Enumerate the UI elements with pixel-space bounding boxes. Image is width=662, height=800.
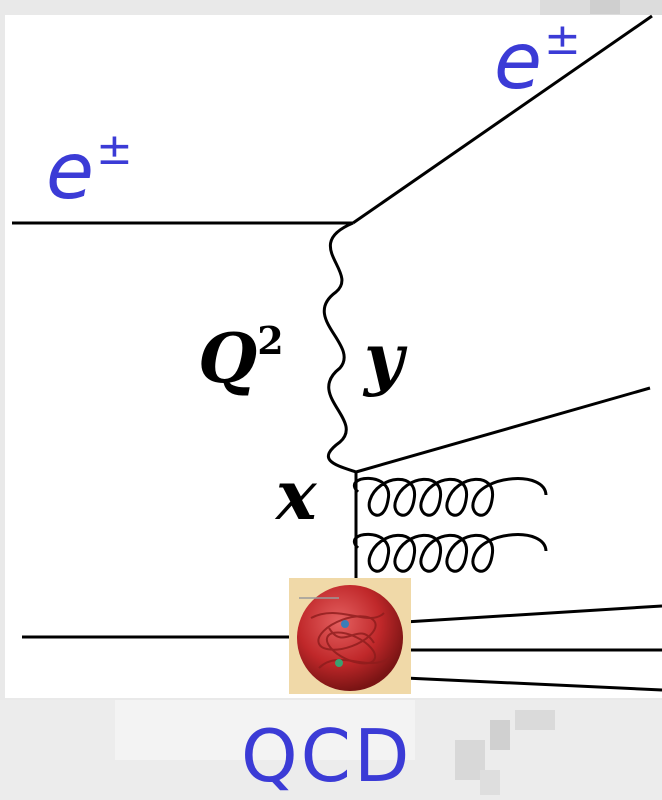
x-label: x bbox=[276, 456, 317, 536]
gluon-coil-lower bbox=[353, 532, 548, 573]
proton-image bbox=[289, 578, 411, 694]
q-squared-label: Q2 bbox=[198, 318, 284, 399]
y-label: y bbox=[364, 319, 404, 399]
remnant-line-3 bbox=[404, 676, 662, 692]
incoming-lepton-label: e± bbox=[46, 124, 133, 217]
struck-quark-line bbox=[355, 386, 651, 474]
remnant-line-1 bbox=[404, 604, 662, 624]
outgoing-lepton-line bbox=[352, 14, 653, 225]
virtual-photon-line bbox=[322, 221, 357, 474]
proton-sphere-icon bbox=[297, 585, 403, 691]
outgoing-lepton-label: e± bbox=[494, 14, 581, 107]
gluon-coil-upper bbox=[353, 476, 548, 517]
qcd-footer-label: QCD bbox=[241, 714, 413, 798]
